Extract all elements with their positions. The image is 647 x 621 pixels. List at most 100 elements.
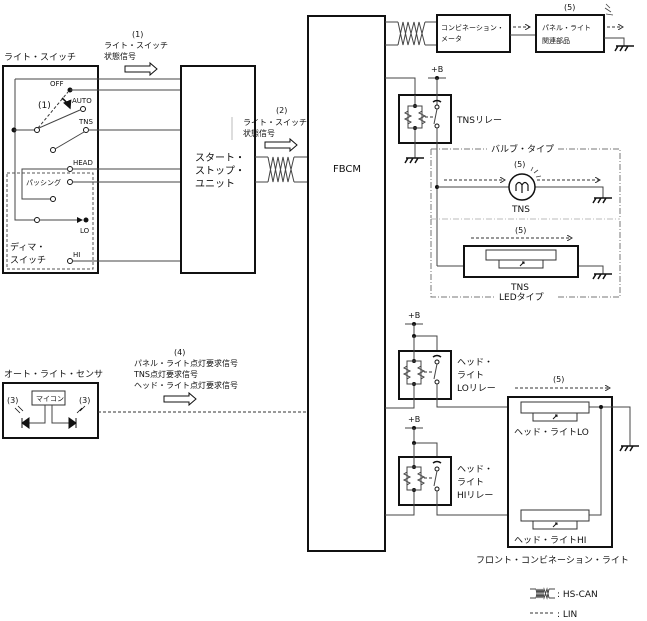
hi-relay-box — [398, 456, 452, 506]
hi-relay-supply: +B — [408, 415, 420, 424]
lo-relay-line2: ライト — [457, 370, 484, 381]
hi-relay-line1: ヘッド・ — [457, 465, 493, 475]
signal-1-line1: ライト・スイッチ — [104, 41, 168, 50]
hs-can-fbcm-meter — [385, 21, 437, 46]
hi-relay-line2: ライト — [457, 477, 484, 488]
hi-relay-line3: HIリレー — [457, 491, 493, 501]
headlight-lo-relay: +B ヘッド・ ライト LOリレー — [385, 311, 521, 409]
lo-relay-supply: +B — [408, 311, 420, 320]
wire-fbcm-tns-coil — [385, 77, 416, 95]
tns-relay-supply: +B — [431, 65, 443, 74]
switch-marker-1: (1) — [38, 101, 51, 111]
led-tns-label: TNS — [510, 283, 529, 293]
auto-light-sensor-title: オート・ライト・センサ — [4, 369, 103, 380]
fbcm: FBCM — [307, 15, 386, 552]
lo-relay-line1: ヘッド・ — [457, 358, 493, 368]
mcu-box — [31, 390, 66, 406]
legend-hs-can-label: : HS-CAN — [557, 590, 598, 600]
led-type-label: LEDタイプ — [499, 292, 544, 303]
ground-icon — [592, 273, 612, 280]
tns-relay: +B TNSリレー — [385, 65, 502, 266]
ground-icon — [619, 445, 639, 452]
dimmer-switch-group — [6, 172, 94, 270]
ground-icon — [592, 197, 612, 204]
auto-light-sensor: オート・ライト・センサ マイコン (3) (3) — [2, 369, 103, 439]
led-number: (5) — [515, 226, 526, 235]
lo-relay-line3: LOリレー — [457, 384, 496, 394]
pos-auto-label: AUTO — [72, 97, 92, 105]
start-stop-unit: スタート・ ストップ・ ユニット — [180, 65, 256, 274]
light-switch-title: ライト・スイッチ — [4, 52, 76, 63]
lo-pivot — [34, 217, 40, 223]
tns-contact — [83, 127, 89, 133]
ground-icon — [404, 157, 424, 164]
bulb-number: (5) — [514, 160, 525, 169]
head-contact — [67, 166, 73, 172]
signal-4-number: (4) — [174, 348, 185, 357]
passing-contact — [67, 179, 73, 185]
combination-meter: コンビネーション・ メータ — [436, 14, 511, 53]
signal-4-line1: パネル・ライト点灯要求信号 — [134, 358, 238, 368]
switch-lever-off — [37, 91, 69, 129]
signal-4-annotation: (4) パネル・ライト点灯要求信号 TNS点灯要求信号 ヘッド・ライト点灯要求信… — [133, 348, 238, 407]
headlight-hi-relay: +B ヘッド・ ライト HIリレー — [385, 415, 521, 516]
light-switch: ライト・スイッチ OFF (1) AUTO TNS HEAD パッシング — [2, 52, 181, 274]
lo-contact — [83, 217, 89, 223]
light-rays-icon — [604, 3, 614, 16]
rotation-arrow-icon — [61, 97, 72, 110]
photodiode-left-icon — [21, 417, 30, 429]
coil-icon — [417, 110, 427, 125]
hs-can-ssu-fbcm — [255, 156, 308, 183]
dimmer-label-line2: スイッチ — [10, 255, 46, 266]
pos-off-label: OFF — [50, 80, 64, 88]
hi-contact — [67, 258, 73, 264]
bulb-type-group: バルブ・タイプ (5) TNS — [430, 143, 621, 220]
fbcm-box — [307, 15, 386, 552]
signal-1-annotation: (1) ライト・スイッチ 状態信号 — [104, 30, 168, 77]
start-stop-line1: スタート・ — [195, 152, 245, 164]
signal-2-arrow-icon — [264, 137, 298, 153]
tns-relay-label: TNSリレー — [456, 116, 502, 126]
signal-2-annotation: (2) ライト・スイッチ 状態信号 — [231, 106, 331, 153]
headlight-hi-label: ヘッド・ライトHI — [514, 535, 586, 546]
sensor-marker-left: (3) — [7, 396, 18, 405]
signal-2-line2: 状態信号 — [243, 128, 275, 138]
legend: : HS-CAN : LIN — [530, 587, 598, 620]
start-stop-unit-box — [180, 65, 256, 274]
combination-meter-box — [436, 14, 511, 53]
resistor-icon — [403, 110, 413, 125]
panel-light-line1: パネル・ライト — [542, 24, 591, 32]
signal-4-arrow-icon — [163, 391, 197, 407]
bulb-tns-label: TNS — [511, 205, 530, 215]
signal-4-line2: TNS点灯要求信号 — [133, 369, 198, 379]
relay-spring-icon — [432, 460, 442, 464]
wire-head-loop — [21, 168, 68, 200]
headlight-number: (5) — [553, 375, 564, 384]
panel-light-box — [535, 14, 605, 53]
led-icon — [552, 522, 558, 528]
led-icon — [519, 261, 525, 267]
start-stop-line2: ストップ・ — [195, 165, 245, 177]
headlight-lo-label: ヘッド・ライトLO — [514, 427, 589, 438]
signal-1-line2: 状態信号 — [104, 51, 136, 61]
pos-tns-label: TNS — [78, 118, 94, 126]
meter-line1: コンビネーション・ — [441, 23, 504, 32]
front-combination-light: (5) ヘッド・ライトLO ヘッド・ライトHI フロント・コンビネーション・ライ… — [476, 375, 639, 566]
legend-hs-can-symbol — [530, 587, 555, 600]
sensor-marker-right: (3) — [79, 396, 90, 405]
mcu-label: マイコン — [36, 395, 64, 403]
rotary-pivot — [34, 127, 40, 133]
head-lower-contact — [50, 196, 56, 202]
switch-lever — [38, 109, 81, 129]
front-combination-light-title: フロント・コンビネーション・ライト — [476, 555, 629, 566]
signal-1-number: (1) — [132, 30, 143, 39]
lo-relay-box — [398, 350, 452, 400]
signal-1-arrow-icon — [124, 61, 158, 77]
fbcm-label: FBCM — [333, 164, 361, 175]
pos-hi-label: HI — [73, 251, 80, 259]
ground-icon — [614, 45, 634, 52]
signal-4-line3: ヘッド・ライト点灯要求信号 — [134, 380, 238, 390]
legend-lin-label: : LIN — [557, 610, 577, 620]
dimmer-label-line1: ディマ・ — [10, 241, 45, 253]
